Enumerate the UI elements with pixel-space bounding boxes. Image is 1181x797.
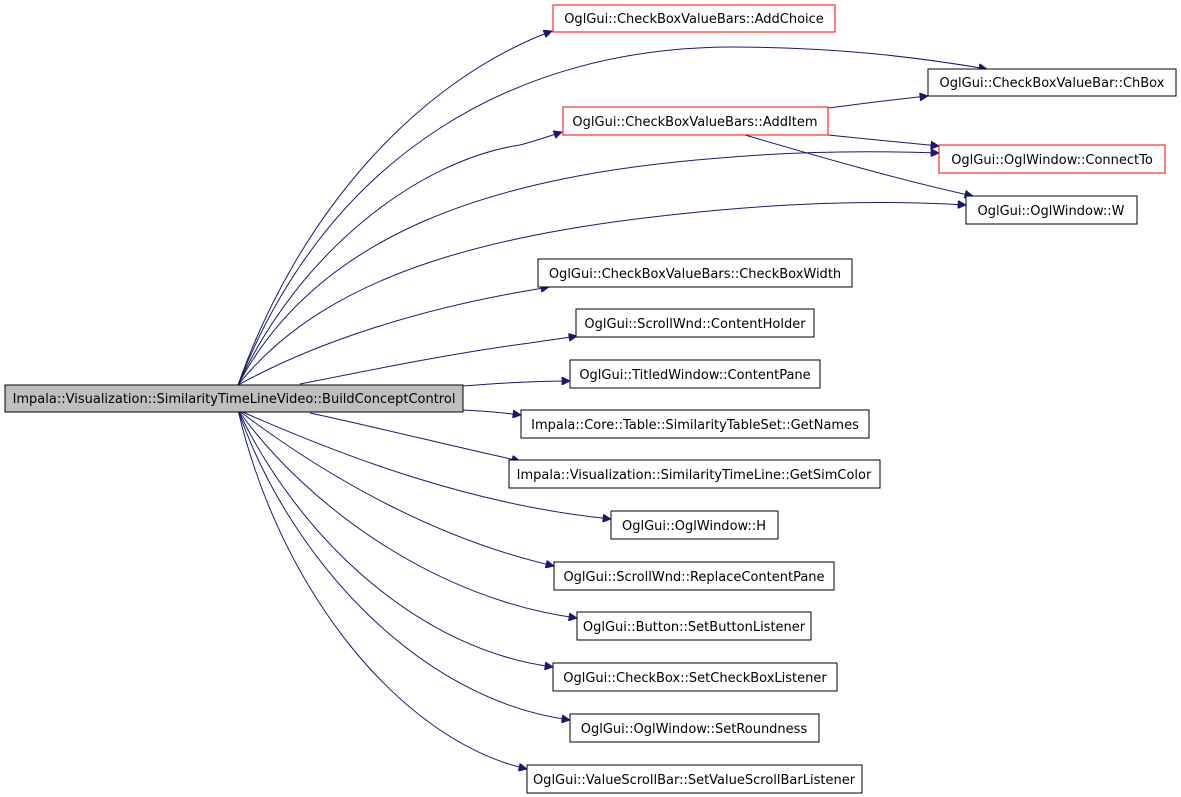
node-contentpane[interactable]: OglGui::TitledWindow::ContentPane	[569, 359, 821, 389]
root-node-label: Impala::Visualization::SimilarityTimeLin…	[13, 392, 456, 407]
node-additem[interactable]: OglGui::CheckBoxValueBars::AddItem	[562, 106, 829, 136]
node-contentholder[interactable]: OglGui::ScrollWnd::ContentHolder	[575, 308, 815, 338]
edge-root-additem	[237, 132, 562, 386]
node-getnames[interactable]: Impala::Core::Table::SimilarityTableSet:…	[520, 409, 870, 439]
node-w[interactable]: OglGui::OglWindow::W	[965, 195, 1138, 225]
node-label: Impala::Core::Table::SimilarityTableSet:…	[531, 418, 859, 433]
root-node[interactable]: Impala::Visualization::SimilarityTimeLin…	[4, 384, 464, 413]
node-label: OglGui::CheckBoxValueBar::ChBox	[940, 76, 1165, 91]
node-setvaluescrollbarlistener[interactable]: OglGui::ValueScrollBar::SetValueScrollBa…	[526, 764, 863, 794]
edge-root-addchoice	[237, 31, 552, 386]
node-h[interactable]: OglGui::OglWindow::H	[610, 510, 779, 540]
node-label: OglGui::OglWindow::ConnectTo	[951, 153, 1153, 168]
edge-root-h	[237, 409, 611, 519]
node-label: OglGui::OglWindow::W	[977, 204, 1124, 219]
edges	[237, 31, 987, 769]
node-setcheckboxlistener[interactable]: OglGui::CheckBox::SetCheckBoxListener	[552, 662, 838, 692]
node-label: OglGui::TitledWindow::ContentPane	[579, 368, 810, 383]
edge-root-connectto	[237, 152, 939, 386]
node-label: OglGui::Button::SetButtonListener	[583, 620, 806, 635]
node-label: OglGui::ScrollWnd::ContentHolder	[584, 317, 806, 332]
edge-additem-connectto	[827, 134, 939, 146]
edge-root-getsimcolor	[309, 412, 520, 461]
edge-root-chbox	[237, 46, 987, 386]
node-label: OglGui::ScrollWnd::ReplaceContentPane	[563, 570, 824, 585]
node-checkboxwidth[interactable]: OglGui::CheckBoxValueBars::CheckBoxWidth	[537, 258, 853, 288]
nodes: Impala::Visualization::SimilarityTimeLin…	[4, 4, 1177, 794]
edge-additem-chbox	[827, 96, 928, 109]
node-label: OglGui::CheckBoxValueBars::AddItem	[572, 115, 817, 130]
node-setbuttonlistener[interactable]: OglGui::Button::SetButtonListener	[576, 611, 812, 641]
node-connectto[interactable]: OglGui::OglWindow::ConnectTo	[938, 144, 1166, 174]
edge-additem-w	[744, 134, 973, 196]
edge-root-w	[237, 202, 966, 386]
edge-root-setbuttonlistener	[237, 409, 577, 618]
node-chbox[interactable]: OglGui::CheckBoxValueBar::ChBox	[927, 68, 1177, 97]
node-label: OglGui::CheckBoxValueBars::CheckBoxWidth	[549, 267, 841, 282]
node-label: OglGui::CheckBoxValueBars::AddChoice	[564, 12, 824, 27]
node-label: OglGui::CheckBox::SetCheckBoxListener	[563, 671, 827, 686]
node-replacecontentpane[interactable]: OglGui::ScrollWnd::ReplaceContentPane	[553, 561, 835, 591]
node-setroundness[interactable]: OglGui::OglWindow::SetRoundness	[569, 713, 820, 743]
node-label: OglGui::OglWindow::H	[622, 519, 766, 534]
node-label: OglGui::ValueScrollBar::SetValueScrollBa…	[533, 773, 856, 788]
edge-root-contentholder	[299, 336, 577, 385]
node-getsimcolor[interactable]: Impala::Visualization::SimilarityTimeLin…	[508, 459, 881, 489]
edge-root-setcheckboxlistener	[237, 409, 553, 667]
node-label: OglGui::OglWindow::SetRoundness	[581, 722, 808, 737]
edge-root-setroundness	[237, 409, 570, 720]
edge-root-replacecontentpane	[237, 409, 554, 566]
node-addchoice[interactable]: OglGui::CheckBoxValueBars::AddChoice	[552, 4, 836, 33]
node-label: Impala::Visualization::SimilarityTimeLin…	[517, 468, 872, 483]
edge-root-contentpane	[462, 381, 570, 387]
edge-root-setvaluescrollbarlistener	[237, 409, 527, 769]
edge-root-checkboxwidth	[237, 287, 549, 386]
edge-root-getnames	[462, 409, 521, 415]
